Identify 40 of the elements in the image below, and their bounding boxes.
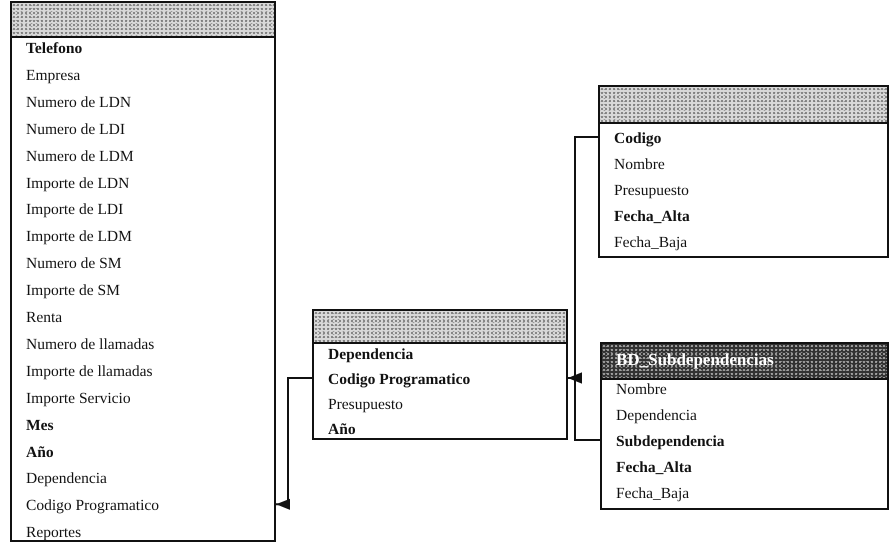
field-name: Dependencia — [616, 406, 697, 426]
field-name: Renta — [26, 308, 62, 328]
field-name: Importe de LDI — [26, 200, 124, 220]
field-name: Fecha_Baja — [614, 233, 688, 253]
field-name: Telefono — [26, 39, 82, 59]
field-name: Importe de llamadas — [26, 362, 153, 382]
field-name: Numero de LDM — [26, 146, 134, 167]
field-name: Dependencia — [26, 469, 107, 490]
field-name: Mes — [26, 416, 54, 436]
field-name: Codigo Programatico — [26, 496, 160, 516]
field-name: Codigo Programatico — [328, 370, 470, 390]
field-name: Nombre — [614, 155, 665, 175]
table-box — [10, 1, 276, 542]
field-name: Presupuesto — [328, 395, 403, 415]
table-box — [600, 342, 889, 510]
field-name: Año — [328, 420, 356, 440]
field-name: Fecha_Alta — [616, 458, 692, 478]
field-name: Reportes — [26, 523, 82, 542]
field-name: Numero de LDN — [26, 92, 132, 113]
table-box — [598, 85, 889, 258]
field-name: Numero de SM — [26, 254, 122, 274]
field-name: Empresa — [26, 66, 80, 86]
table-box — [312, 309, 568, 440]
field-name: Año — [26, 442, 54, 462]
field-name: Numero de LDI — [26, 120, 125, 140]
field-name: Importe Servicio — [26, 388, 131, 409]
field-name: Importe de SM — [26, 281, 120, 302]
connector-arrow — [568, 372, 600, 441]
field-name: Presupuesto — [614, 181, 689, 201]
field-name: Subdependencia — [616, 432, 725, 452]
field-name: Importe de LDM — [26, 227, 132, 248]
table-header: BD_Subdependencias — [602, 344, 887, 380]
connector-arrow — [276, 377, 312, 510]
field-name: Codigo — [614, 129, 662, 149]
field-name: Nombre — [616, 380, 667, 400]
field-name: Fecha_Baja — [616, 484, 690, 504]
field-name: Numero de llamadas — [26, 334, 154, 355]
field-name: Dependencia — [328, 345, 414, 365]
field-name: Importe de LDN — [26, 174, 130, 194]
field-name: Fecha_Alta — [614, 207, 690, 227]
